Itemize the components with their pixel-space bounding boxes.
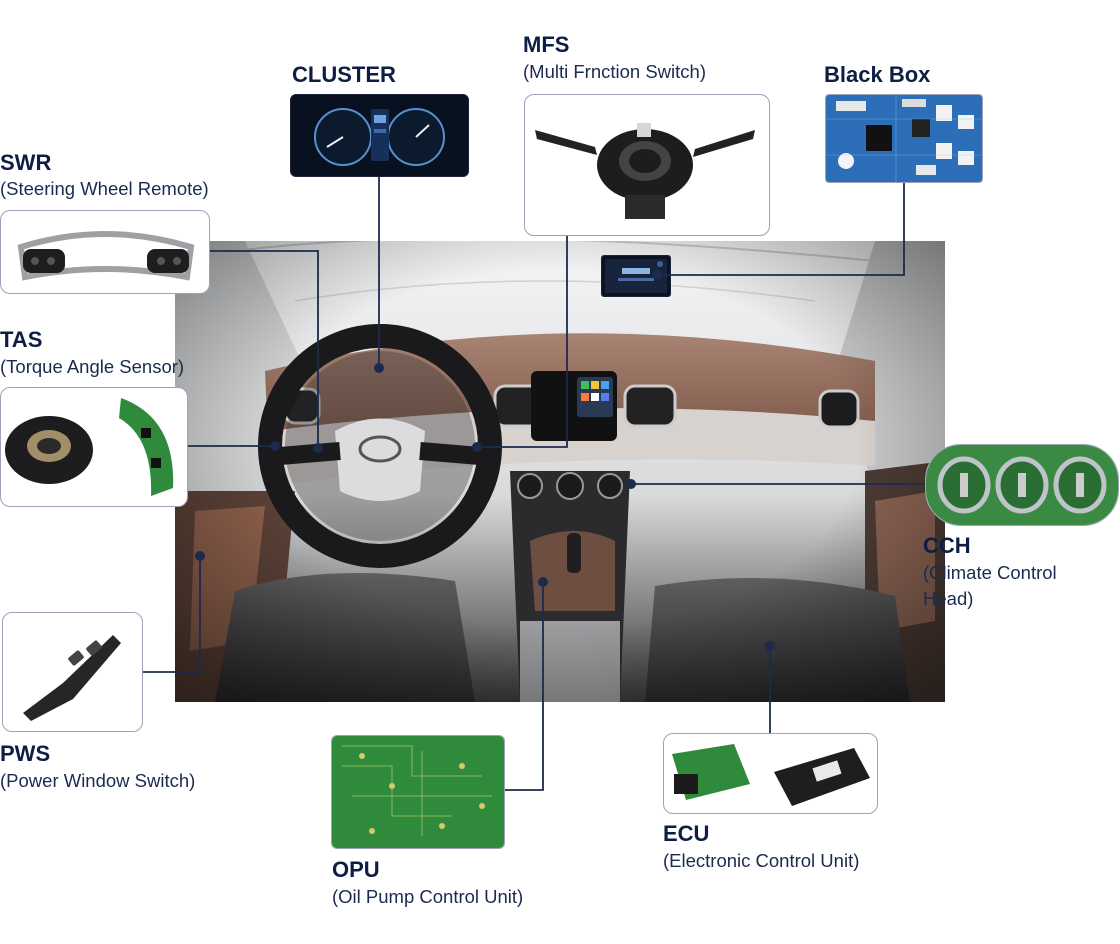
cluster-title: CLUSTER <box>292 62 396 87</box>
blackbox-image <box>825 94 983 183</box>
swr-subtitle: (Steering Wheel Remote) <box>0 178 209 199</box>
swr-image <box>0 210 210 294</box>
pws-image <box>2 612 143 732</box>
pws-subtitle: (Power Window Switch) <box>0 770 196 791</box>
car-interior-image <box>175 241 945 702</box>
opu-subtitle: (Oil Pump Control Unit) <box>332 886 524 907</box>
cch-subtitle-line2: Head) <box>923 588 974 609</box>
mfs-subtitle: (Multi Frnction Switch) <box>523 61 706 82</box>
cch-image <box>925 444 1119 526</box>
ecu-image <box>663 733 878 814</box>
ecu-title: ECU <box>663 821 710 846</box>
tas-subtitle: (Torque Angle Sensor) <box>0 356 185 377</box>
cch-subtitle-line1: (Climate Control <box>923 562 1057 583</box>
cluster-image <box>290 94 469 177</box>
swr-title: SWR <box>0 150 52 175</box>
ecu-subtitle: (Electronic Control Unit) <box>663 850 860 871</box>
tas-title: TAS <box>0 327 43 352</box>
blackbox-title: Black Box <box>824 62 931 87</box>
mfs-image <box>524 94 770 236</box>
opu-image <box>331 735 505 849</box>
mfs-title: MFS <box>523 32 570 57</box>
cch-title: CCH <box>923 533 971 558</box>
pws-title: PWS <box>0 741 51 766</box>
headunit-display-image <box>601 255 671 297</box>
tas-image <box>0 387 188 507</box>
opu-title: OPU <box>332 857 380 882</box>
